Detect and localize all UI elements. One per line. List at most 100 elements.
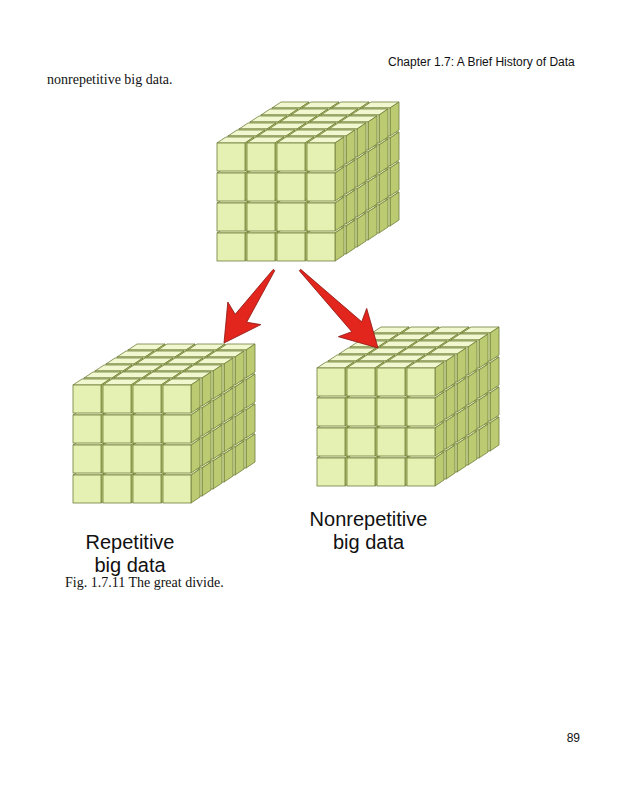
cube-side: [457, 348, 466, 382]
cube-side: [479, 424, 488, 458]
cube-side: [490, 417, 499, 451]
cube-side: [346, 130, 355, 164]
cube-side: [213, 425, 222, 459]
cube-front: [277, 203, 305, 231]
cube-front: [247, 233, 275, 261]
page-number: 89: [540, 731, 580, 745]
running-header: Chapter 1.7: A Brief History of Data: [388, 55, 598, 69]
cube-side: [335, 167, 344, 201]
cube-side: [368, 116, 377, 150]
cube-front: [317, 428, 345, 456]
cube-front: [217, 203, 245, 231]
cube-side: [246, 374, 255, 408]
cube-side: [379, 139, 388, 173]
cube-front: [277, 143, 305, 171]
cube-front: [103, 445, 131, 473]
cube-blocks: [73, 102, 499, 503]
cube-block: [73, 344, 255, 503]
cube-front: [133, 385, 161, 413]
cube-side: [224, 358, 233, 392]
cube-side: [202, 372, 211, 406]
cube-side: [191, 439, 200, 473]
cube-side: [235, 441, 244, 475]
cube-front: [407, 398, 435, 426]
cube-side: [435, 422, 444, 456]
cube-side: [335, 197, 344, 231]
cube-side: [224, 388, 233, 422]
red-arrow: [224, 269, 275, 343]
cube-side: [435, 392, 444, 426]
cube-front: [217, 143, 245, 171]
cube-side: [202, 432, 211, 466]
cube-side: [357, 153, 366, 187]
cube-side: [335, 227, 344, 261]
cube-side: [346, 160, 355, 194]
cube-side: [490, 387, 499, 421]
cube-front: [133, 445, 161, 473]
cube-side: [446, 415, 455, 449]
block-label: Repetitive big data: [75, 531, 185, 577]
cube-front: [217, 233, 245, 261]
cube-front: [307, 203, 335, 231]
cube-front: [347, 458, 375, 486]
cube-side: [224, 418, 233, 452]
cube-front: [163, 385, 191, 413]
cube-side: [457, 438, 466, 472]
cube-side: [368, 176, 377, 210]
cube-side: [357, 123, 366, 157]
cube-front: [377, 458, 405, 486]
cube-side: [246, 434, 255, 468]
cube-front: [163, 415, 191, 443]
cube-side: [246, 344, 255, 378]
cube-side: [191, 469, 200, 503]
cube-side: [191, 379, 200, 413]
cube-front: [317, 368, 345, 396]
cube-side: [235, 381, 244, 415]
block-label: Nonrepetitive big data: [296, 508, 441, 554]
cube-side: [246, 404, 255, 438]
cube-side: [446, 445, 455, 479]
cube-front: [407, 428, 435, 456]
cube-side: [202, 462, 211, 496]
cube-side: [479, 364, 488, 398]
cube-side: [213, 455, 222, 489]
cube-side: [202, 402, 211, 436]
cube-side: [435, 362, 444, 396]
cube-front: [247, 203, 275, 231]
cube-front: [317, 458, 345, 486]
cube-front: [73, 475, 101, 503]
cube-front: [347, 398, 375, 426]
red-arrow: [299, 269, 378, 348]
cube-side: [479, 334, 488, 368]
cube-front: [317, 398, 345, 426]
cube-front: [377, 368, 405, 396]
cube-side: [468, 341, 477, 375]
cube-side: [468, 431, 477, 465]
cube-side: [368, 146, 377, 180]
body-text: nonrepetitive big data.: [47, 72, 347, 89]
cube-front: [73, 385, 101, 413]
cube-side: [446, 385, 455, 419]
cube-side: [468, 371, 477, 405]
cube-block: [317, 327, 499, 486]
cube-front: [277, 233, 305, 261]
cube-front: [247, 173, 275, 201]
cube-front: [407, 368, 435, 396]
cube-front: [73, 445, 101, 473]
cube-side: [346, 220, 355, 254]
cube-block: [217, 102, 399, 261]
cube-side: [457, 408, 466, 442]
cube-front: [347, 428, 375, 456]
cube-front: [377, 398, 405, 426]
cube-side: [235, 351, 244, 385]
cube-side: [490, 327, 499, 361]
cube-front: [103, 385, 131, 413]
figure-caption: Fig. 1.7.11 The great divide.: [65, 575, 365, 592]
cube-side: [191, 409, 200, 443]
cube-front: [217, 173, 245, 201]
cube-side: [390, 132, 399, 166]
cube-side: [368, 206, 377, 240]
cube-front: [163, 475, 191, 503]
cube-side: [357, 213, 366, 247]
